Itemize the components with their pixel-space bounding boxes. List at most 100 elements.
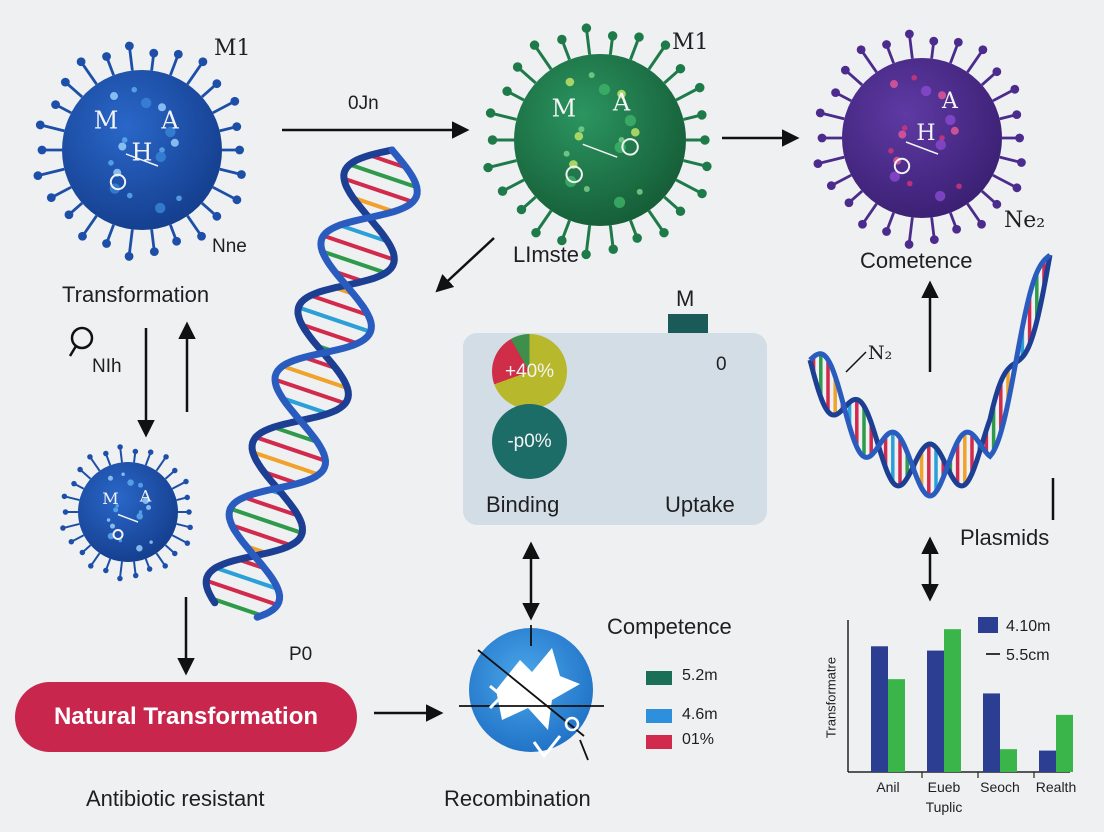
- virus-spike-tip: [557, 34, 567, 45]
- chart-bar: [983, 693, 1000, 772]
- virus-spike: [907, 217, 914, 245]
- virus-spike: [487, 159, 517, 170]
- helix-bottom-label: P0: [289, 644, 313, 665]
- chart-bar: [944, 629, 961, 772]
- helix-rung: [273, 425, 318, 444]
- virus-spike: [533, 44, 553, 71]
- virus-dot: [565, 77, 575, 87]
- helix-rung: [214, 565, 279, 591]
- uptake-bar-cap: [668, 314, 708, 336]
- virus-spike-tip: [529, 40, 540, 50]
- virus-spike-tip: [831, 88, 840, 98]
- helix-strand: [225, 146, 421, 621]
- chart-category-label: Tuplic: [925, 799, 963, 815]
- virus-tl-bottom-label: Nne: [212, 236, 247, 257]
- virus-dot: [142, 497, 149, 504]
- helix-rung: [343, 176, 414, 204]
- virus-spike-tip: [124, 41, 134, 51]
- virus-spike-tip: [929, 235, 939, 245]
- helix-strand: [807, 254, 1053, 489]
- helix-rung: [231, 523, 292, 548]
- virus-dot: [155, 151, 166, 163]
- helix-rung: [352, 195, 395, 214]
- virus-spike: [155, 456, 167, 472]
- helix-rung: [301, 322, 358, 346]
- virus-dot: [165, 126, 176, 138]
- virus-ring: [565, 165, 583, 184]
- virus-spike-tip: [817, 133, 827, 143]
- dna-helix-plasmid: [807, 253, 1053, 499]
- virus-spike-tip: [992, 67, 1002, 77]
- virus-spike-tip: [212, 79, 222, 89]
- virus-dot: [106, 518, 111, 522]
- virus-spike-tip: [497, 186, 508, 196]
- virus-dot: [176, 195, 182, 202]
- virus-spike-tip: [840, 65, 850, 75]
- virus-spike-tip: [51, 100, 60, 110]
- virus-spike-tip: [62, 509, 69, 515]
- virus-dot: [618, 136, 625, 144]
- recombination-caption: Recombination: [444, 786, 591, 811]
- virus-spike-tip: [33, 171, 43, 181]
- virus-letter: M: [94, 107, 119, 135]
- virus-ring: [621, 138, 639, 156]
- chart-bar: [1039, 750, 1056, 772]
- virus-spike-tip: [487, 135, 498, 145]
- virus-dot: [146, 505, 152, 511]
- virus-dot: [574, 131, 584, 141]
- virus-spike-tip: [146, 566, 153, 572]
- virus-ring: [893, 157, 911, 175]
- helix-rung: [274, 377, 346, 406]
- virus-spike-tip: [815, 108, 825, 118]
- plasmids-caption: Plasmids: [960, 525, 1050, 550]
- limste-caption: LImste: [513, 242, 580, 267]
- virus-spike-tip: [502, 86, 512, 96]
- virus-spike-tip: [102, 239, 111, 248]
- virus-spike-tip: [483, 162, 493, 173]
- virus-tl-corner-label: M1: [214, 36, 251, 61]
- helix-rung: [281, 364, 349, 391]
- virus-dot: [127, 479, 134, 486]
- virus-spike-tip: [929, 36, 939, 46]
- virus-ring: [112, 529, 124, 540]
- virus-dot: [911, 74, 918, 81]
- virus-body: [62, 70, 222, 230]
- virus-spike-tip: [882, 227, 891, 236]
- virus-dot: [109, 92, 118, 101]
- uptake-bar-side-label: 0: [716, 354, 727, 375]
- virus-spike: [647, 44, 667, 71]
- natural-transformation-button[interactable]: Natural Transformation: [15, 682, 357, 752]
- competence-value-2: 4.6m: [682, 706, 718, 723]
- virus-spike-tip: [184, 494, 190, 501]
- virus-spike-tip: [64, 210, 74, 220]
- virus-dot: [170, 138, 179, 147]
- chart-bar: [1056, 714, 1073, 772]
- virus-spike-tip: [78, 231, 87, 241]
- virus-dot: [136, 513, 143, 520]
- virus-spike-tip: [71, 480, 77, 487]
- virus-tm-corner-label: M1: [672, 30, 709, 55]
- virus-dot: [158, 103, 167, 112]
- transformation-caption: Transformation: [62, 282, 210, 307]
- virus-body: [842, 58, 1002, 218]
- virus-spike-tip: [992, 199, 1002, 209]
- virus-spike-tip: [1015, 133, 1024, 143]
- virus-dot: [935, 139, 946, 151]
- virus-spike-tip: [659, 227, 669, 238]
- virus-spike-tip: [183, 478, 189, 485]
- virus-spike-tip: [103, 567, 109, 574]
- arrow-tm-to-helix: [435, 237, 495, 293]
- helix-rung: [349, 162, 418, 190]
- virus-spike-tip: [1017, 158, 1026, 167]
- virus-spike-tip: [117, 444, 123, 450]
- virus-spike-tip: [813, 159, 823, 169]
- virus-dot: [950, 126, 959, 135]
- virus-dot: [588, 72, 595, 79]
- chart-category-label: Realth: [1035, 779, 1077, 795]
- chart-bar: [888, 679, 905, 772]
- virus-spike: [79, 60, 98, 85]
